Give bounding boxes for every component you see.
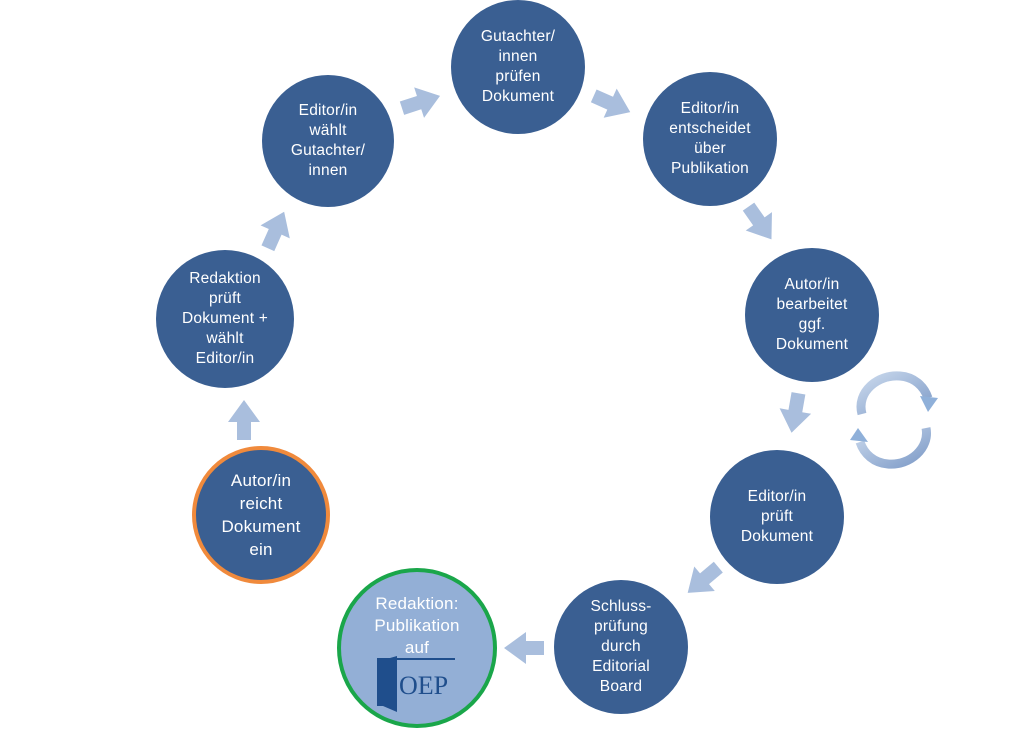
node-label-line: entscheidet	[669, 120, 751, 137]
node-author-revises: Autor/in bearbeitet ggf. Dokument	[745, 248, 879, 382]
node-editor-decides: Editor/in entscheidet über Publikation	[643, 72, 777, 206]
node-label: Schluss- prüfung durch Editorial Board	[590, 597, 651, 697]
node-label-line: prüfung	[594, 618, 648, 635]
node-label-line: Publikation	[670, 160, 749, 177]
node-editor-checks: Editor/in prüft Dokument	[710, 450, 844, 584]
node-label: Editor/in prüft Dokument	[741, 487, 813, 547]
node-label-line: Editor/in	[195, 350, 255, 367]
node-editor-selects-reviewers: Editor/in wählt Gutachter/ innen	[262, 75, 394, 207]
node-label: Gutachter/ innen prüfen Dokument	[481, 27, 555, 107]
node-label-line: Dokument +	[181, 310, 268, 327]
node-label-line: reicht	[239, 494, 283, 513]
arrow-down-right-icon	[590, 84, 632, 124]
node-label-line: Dokument	[221, 517, 301, 536]
node-label-line: innen	[498, 48, 538, 65]
arrow-down-icon	[775, 392, 815, 433]
arrow-up-icon	[224, 400, 264, 440]
arrow-right-icon	[399, 82, 441, 122]
node-final-review: Schluss- prüfung durch Editorial Board	[554, 580, 688, 714]
node-publication: Redaktion: Publikation auf OEP	[337, 568, 497, 728]
arrow-left-icon	[504, 628, 544, 668]
oep-logo-icon: OEP	[375, 654, 461, 712]
node-label-line: Editorial	[592, 658, 650, 675]
arrow-down-left-icon	[683, 560, 723, 600]
node-label: Autor/in bearbeitet ggf. Dokument	[776, 275, 848, 355]
node-label-line: wählt	[206, 330, 244, 347]
logo-text: OEP	[399, 671, 448, 700]
node-label-line: über	[694, 140, 726, 157]
node-label: Editor/in wählt Gutachter/ innen	[291, 101, 365, 181]
node-reviewers-check: Gutachter/ innen prüfen Dokument	[451, 0, 585, 134]
node-label-line: innen	[308, 162, 348, 179]
node-label-line: ein	[249, 540, 273, 559]
node-label: Redaktion prüft Dokument + wählt Editor/…	[182, 269, 268, 369]
node-label-line: Dokument	[740, 528, 814, 545]
revision-cycle-icon	[848, 370, 938, 470]
node-label-line: durch	[601, 638, 641, 655]
node-label-line: bearbeitet	[776, 296, 848, 313]
node-label-line: prüft	[760, 508, 793, 525]
node-label: Autor/in reicht Dokument ein	[221, 469, 300, 561]
node-label-line: Redaktion:	[375, 594, 459, 613]
arrow-up-right-icon	[256, 210, 296, 252]
node-label-line: Dokument	[481, 88, 555, 105]
arrow-down-right-icon	[740, 202, 780, 243]
node-label-line: Editor/in	[298, 102, 358, 119]
node-editorial-office-checks: Redaktion prüft Dokument + wählt Editor/…	[156, 250, 294, 388]
node-label-line: Publikation	[374, 616, 460, 635]
node-label-line: Dokument	[775, 336, 849, 353]
node-label-line: Gutachter/	[480, 28, 556, 45]
node-label-line: Schluss-	[590, 598, 652, 615]
node-label-line: ggf.	[798, 316, 826, 333]
node-label-line: Gutachter/	[290, 142, 366, 159]
node-label: Editor/in entscheidet über Publikation	[669, 99, 750, 179]
node-label-line: prüft	[208, 290, 241, 307]
node-label-line: Autor/in	[784, 276, 840, 293]
node-label-line: Editor/in	[680, 100, 740, 117]
node-label-line: Autor/in	[230, 471, 292, 490]
node-label-line: wählt	[309, 122, 347, 139]
node-label-line: Board	[599, 678, 643, 695]
node-author-submits: Autor/in reicht Dokument ein	[192, 446, 330, 584]
node-label: Redaktion: Publikation auf	[374, 593, 459, 659]
node-label-line: Editor/in	[747, 488, 807, 505]
node-label-line: auf	[404, 638, 430, 657]
node-label-line: Redaktion	[189, 270, 261, 287]
node-label-line: prüfen	[495, 68, 541, 85]
